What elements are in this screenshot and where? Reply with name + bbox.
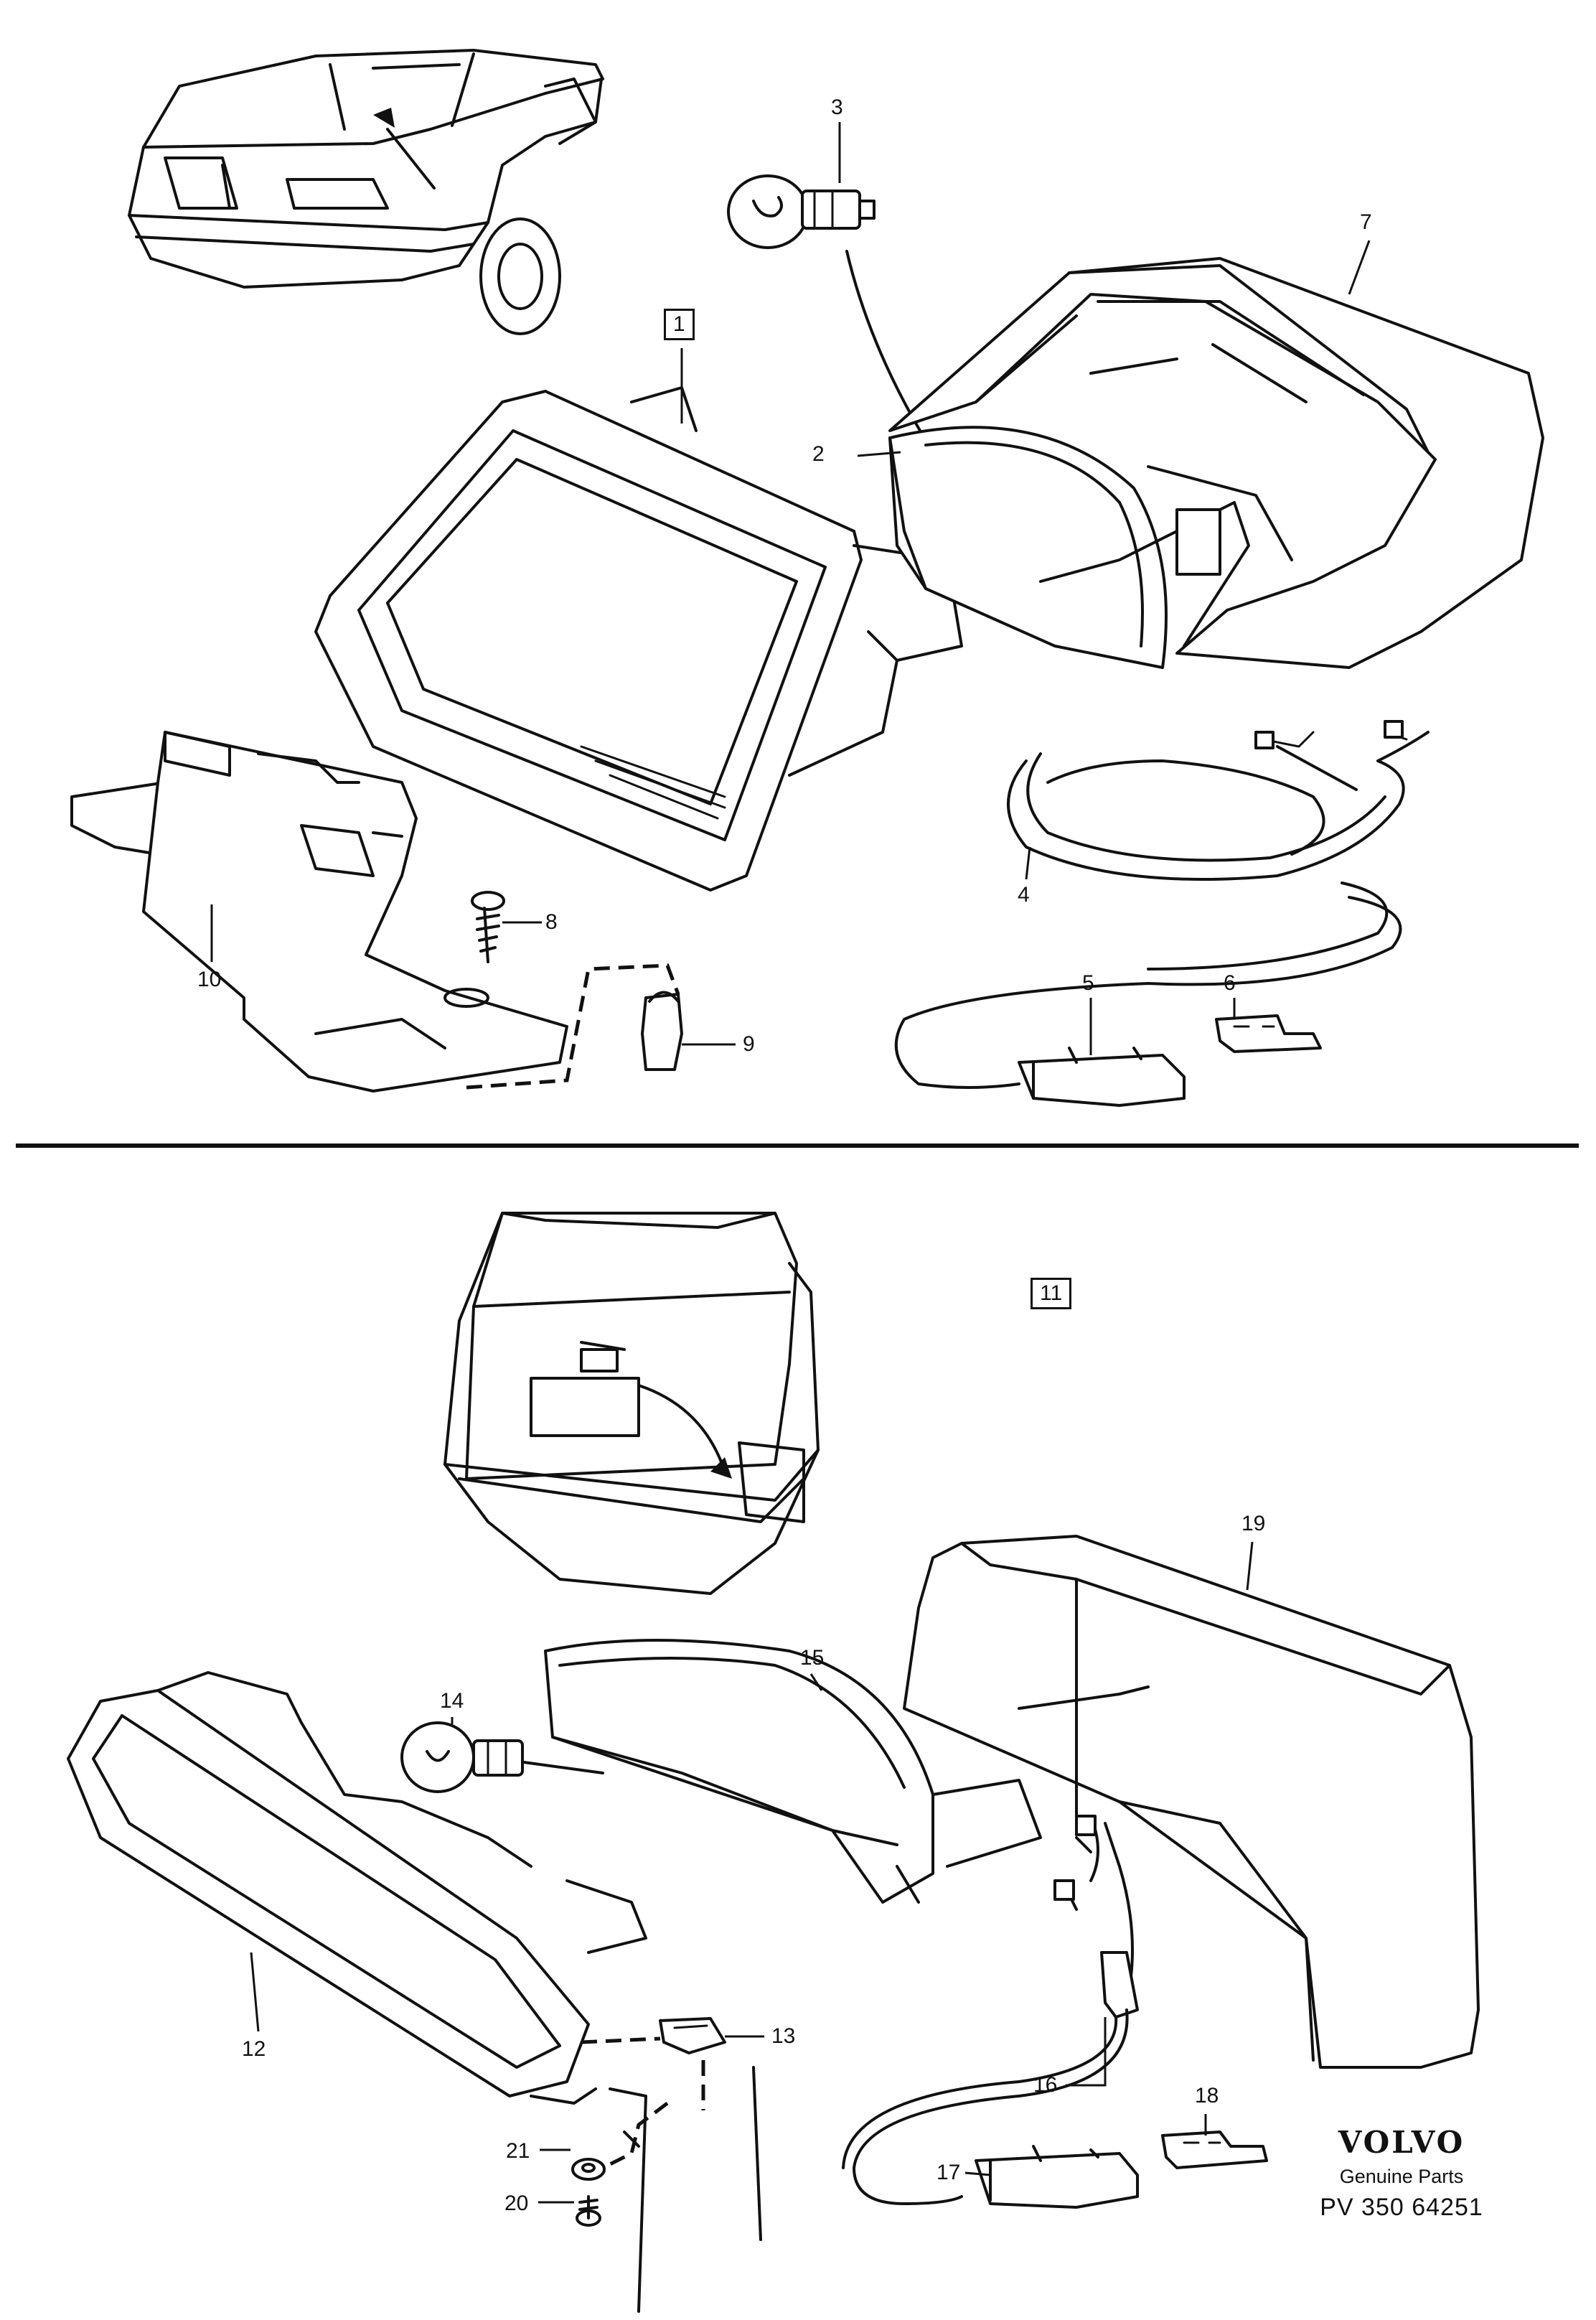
sedan-rear-illustration — [128, 49, 604, 335]
callout-4: 4 — [1018, 883, 1030, 907]
callout-12: 12 — [242, 2037, 266, 2061]
callout-13: 13 — [771, 2024, 796, 2048]
dashed-assembly-line-bottom — [601, 2060, 705, 2170]
callout-group-1: 1 — [664, 309, 695, 340]
bulb-14 — [400, 1721, 604, 1793]
callout-3: 3 — [831, 95, 843, 119]
callout-2: 2 — [812, 442, 825, 466]
callout-6: 6 — [1224, 971, 1236, 995]
screw-20 — [576, 2195, 601, 2227]
callout-7: 7 — [1360, 210, 1372, 234]
connector-18 — [1161, 2130, 1268, 2169]
wiring-harness-4 — [894, 720, 1430, 1089]
callout-10: 10 — [197, 968, 222, 991]
lamp-cover — [888, 257, 1544, 669]
dashed-line-13 — [581, 2036, 661, 2044]
callout-5: 5 — [1082, 971, 1094, 995]
brand-block: VOLVO Genuine Parts PV 350 64251 — [1297, 2125, 1506, 2222]
callout-14: 14 — [440, 1689, 464, 1713]
callout-19: 19 — [1241, 1512, 1266, 1535]
mounting-bracket-10 — [70, 731, 568, 1093]
lamp-cover-19 — [903, 1535, 1480, 2069]
screw-8 — [471, 891, 505, 963]
lamp-lens-assembly — [314, 386, 963, 892]
connector-5 — [1018, 1047, 1186, 1107]
callout-20: 20 — [504, 2192, 529, 2215]
lamp-lens-12 — [67, 1671, 647, 2105]
callout-18: 18 — [1195, 2084, 1219, 2108]
connector-17 — [975, 2145, 1139, 2209]
dashed-assembly-line-top — [466, 963, 680, 1090]
diagram-code: PV 350 64251 — [1320, 2194, 1483, 2221]
nut-21 — [571, 2158, 606, 2181]
brand-subtitle: Genuine Parts — [1339, 2166, 1464, 2187]
callout-16: 16 — [1033, 2073, 1058, 2097]
callout-group-11: 11 — [1031, 1278, 1072, 1309]
reflector-housing — [888, 426, 1250, 669]
connector-6 — [1215, 1014, 1322, 1053]
callout-9: 9 — [743, 1032, 755, 1056]
wagon-rear-illustration — [443, 1212, 820, 1595]
reflector-15 — [544, 1639, 1042, 1904]
callout-15: 15 — [800, 1646, 825, 1670]
callout-21: 21 — [506, 2139, 530, 2163]
callout-17: 17 — [937, 2161, 961, 2184]
bracket-outline-bottom — [609, 2066, 762, 2313]
callout-leaders — [210, 122, 1371, 2204]
clip-13 — [659, 2017, 726, 2054]
callout-8: 8 — [545, 910, 558, 934]
clip-9 — [641, 991, 683, 1071]
volvo-logo: VOLVO — [1338, 2125, 1465, 2160]
